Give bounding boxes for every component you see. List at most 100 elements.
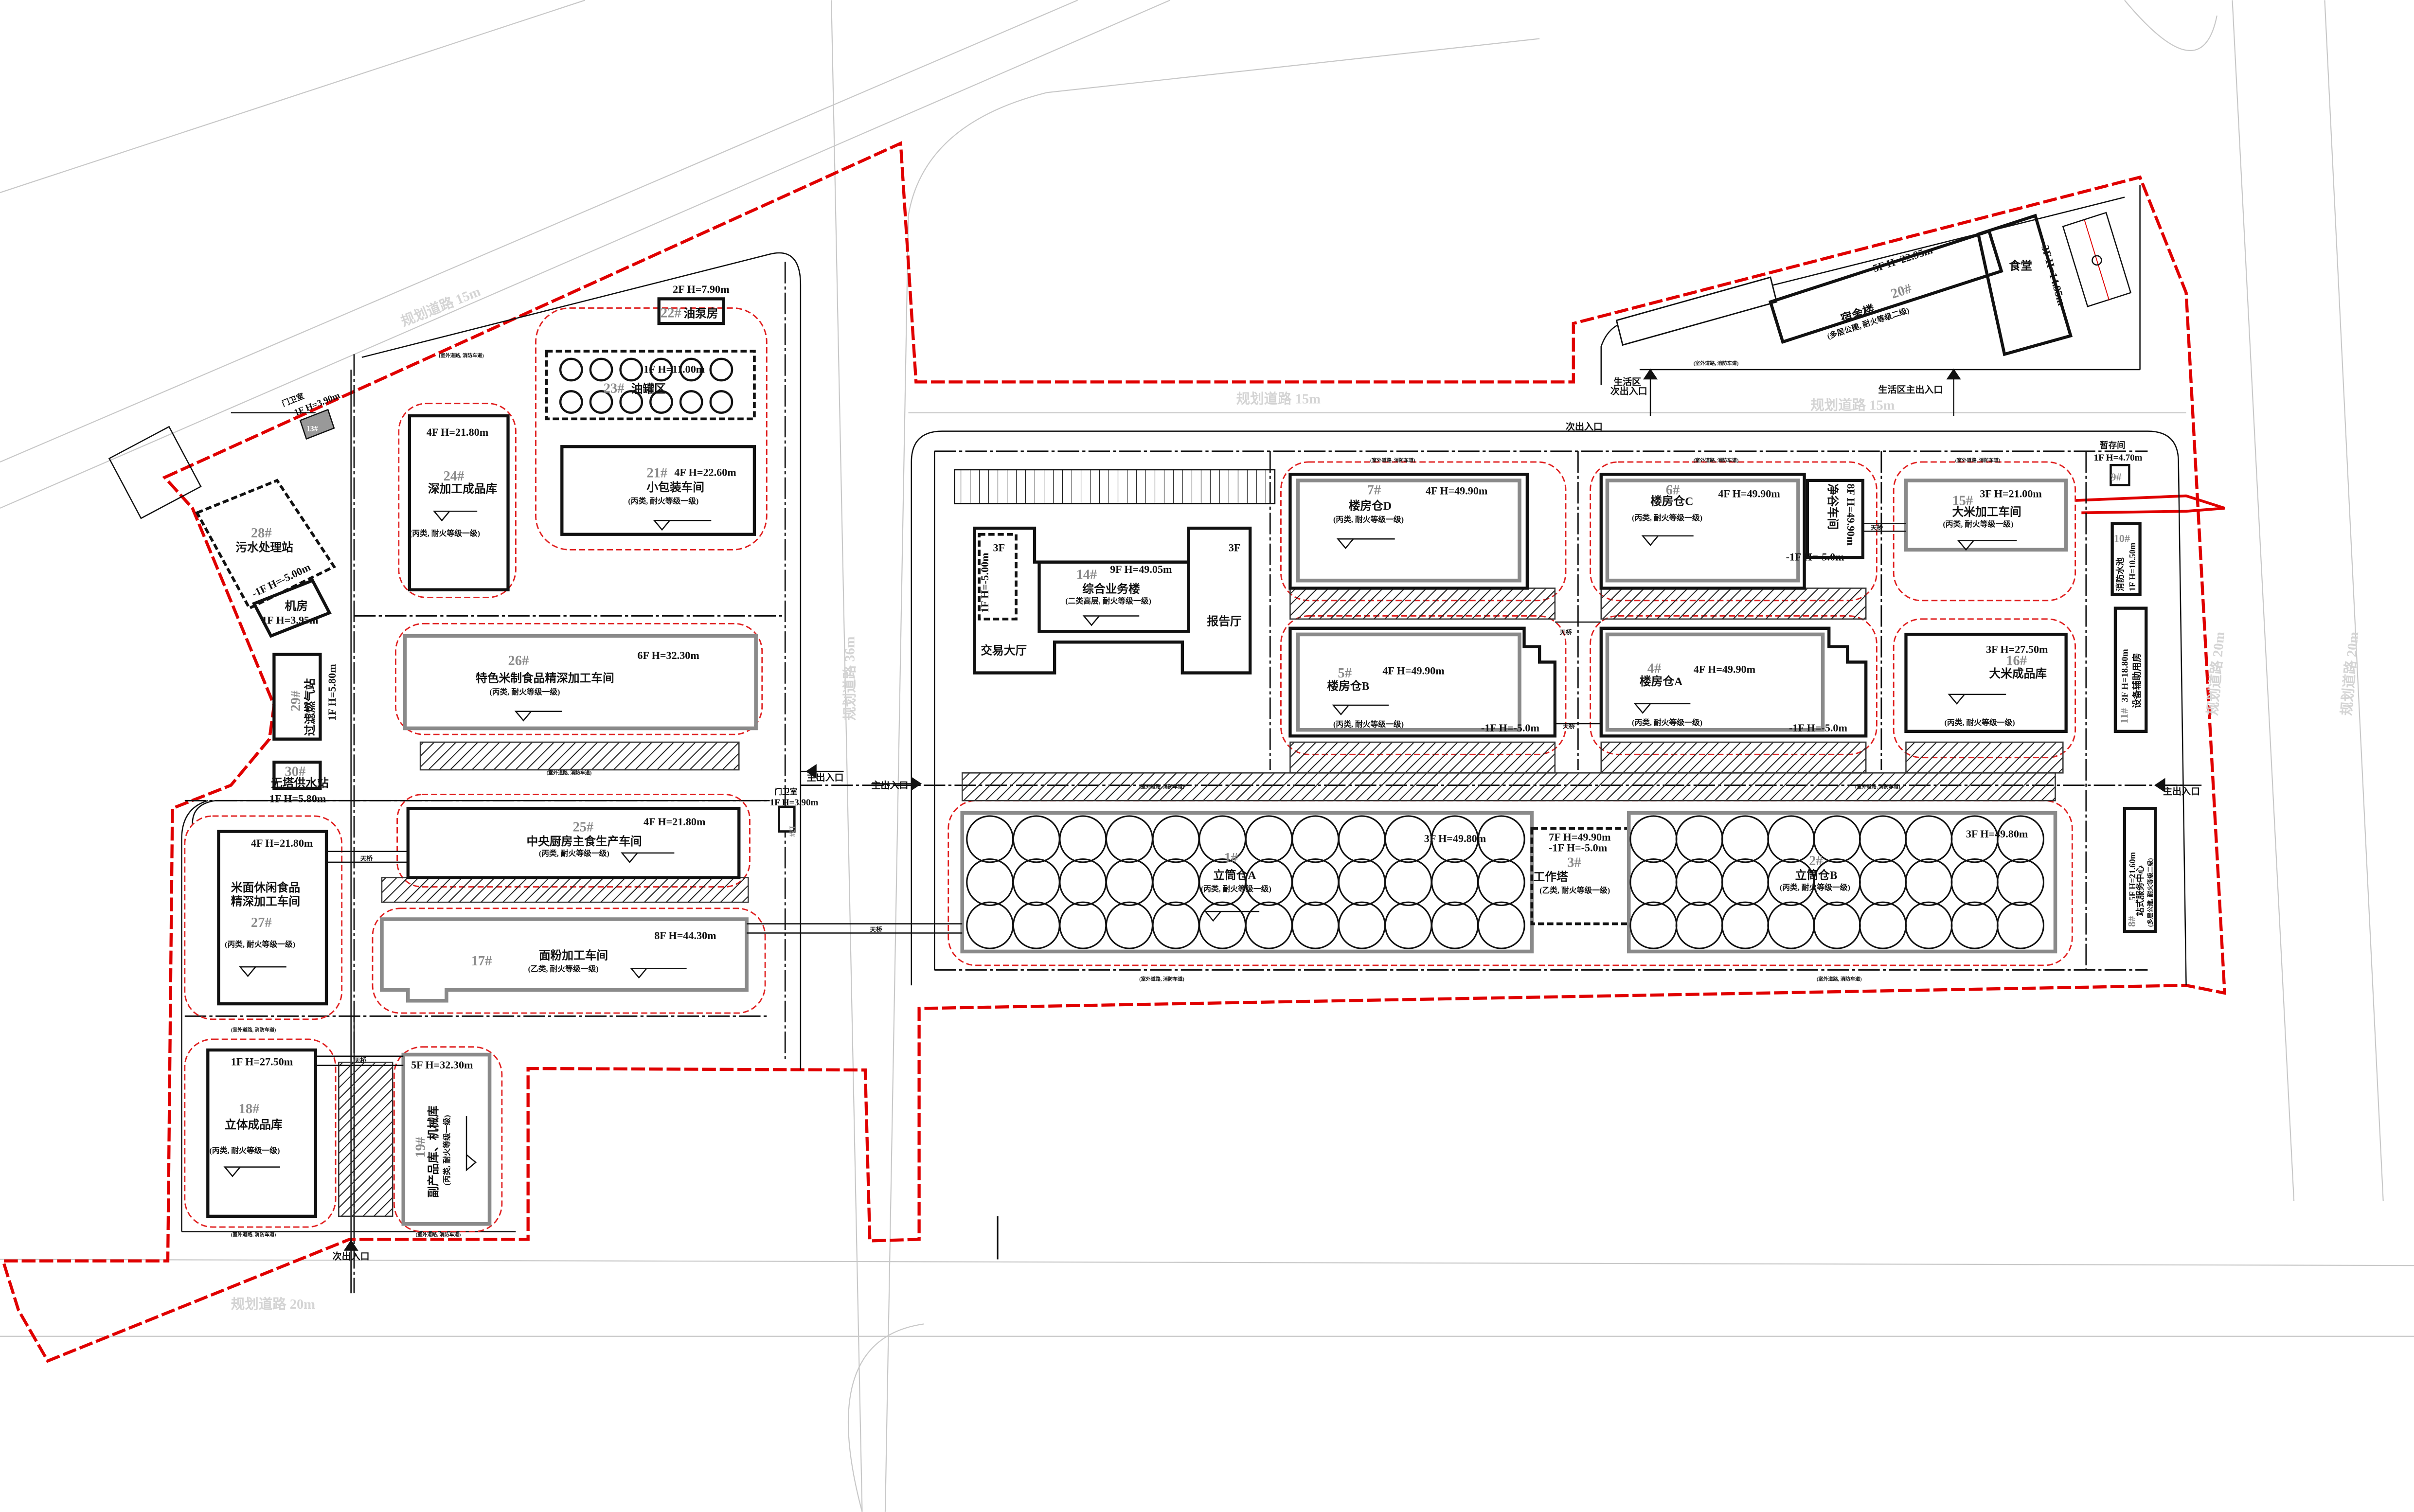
building-21: 21# 4F H=22.60m 小包装车间 (丙类, 耐火等级一级) <box>560 445 756 536</box>
road-name-top-left: 规划道路 15m <box>399 283 483 330</box>
building-24-class: (丙类, 耐火等级一级) <box>410 529 480 538</box>
fire-lane-label: (室外道路, 消防车道) <box>1817 976 1862 982</box>
oil-tank-circle <box>559 357 583 382</box>
building-12-spec: 1F H=3.90m <box>770 798 819 808</box>
building-2-number: 2# <box>1809 854 1823 869</box>
fire-lane-label: (室外道路, 消防车道) <box>1855 783 1900 790</box>
silo-circle <box>1012 815 1060 863</box>
entrance-arrow-icon <box>1643 368 1658 416</box>
building-5-number: 5# <box>1338 666 1352 681</box>
building-25-class: (丙类, 耐火等级一级) <box>539 849 609 858</box>
silo-circle <box>1675 815 1723 863</box>
road-name-middle: 规划道路 36m <box>842 636 858 720</box>
building-5-name: 楼房仓B <box>1327 679 1369 693</box>
building-8-spec: 5F H=21.60m <box>2128 852 2137 901</box>
building-25: 4F H=21.80m 25# 中央厨房主食生产车间 (丙类, 耐火等级一级) <box>406 806 741 879</box>
silo-circle <box>1012 901 1060 949</box>
building-4-spec: 4F H=49.90m <box>1694 663 1756 676</box>
silo-circle <box>1996 901 2045 949</box>
building-22-spec: 2F H=7.90m <box>673 283 730 295</box>
silo-circle <box>1721 901 1770 949</box>
fire-lane-label: (室外道路, 消防车道) <box>1694 457 1739 463</box>
building-21-number: 21# <box>646 466 667 481</box>
fire-lane-label: (室外道路, 消防车道) <box>547 769 592 776</box>
building-7: 7# 4F H=49.90m 楼房仓D (丙类, 耐火等级一级) <box>1288 473 1529 590</box>
building-23-oil-tanks: 1F H=11.00m 23# 油罐区 <box>545 350 756 421</box>
building-30: 30# 无塔供水站 1F H=5.80m <box>269 760 329 804</box>
building-8-class: (多层公建, 耐火等级二级) <box>2146 858 2154 927</box>
parking-strip <box>953 469 1276 504</box>
silo-circle <box>1291 901 1340 949</box>
building-27-class: (丙类, 耐火等级一级) <box>225 940 295 949</box>
silo-circle <box>1767 858 1815 907</box>
building-12-number: 12# <box>788 825 796 837</box>
secondary-entrance-label-top: 次出入口 <box>1566 421 1603 432</box>
building-16-name: 大米成品库 <box>1989 667 2047 680</box>
silo-circle <box>1338 901 1386 949</box>
building-16-spec: 3F H=27.50m <box>1986 643 2048 655</box>
silo-circle <box>1059 815 1107 863</box>
building-29-number: 29# <box>288 691 304 712</box>
silo-circle <box>1198 858 1247 907</box>
hatched-strips <box>338 276 2064 1217</box>
building-1-spec: 3F H=49.80m <box>1424 833 1486 845</box>
building-14-spec: 9F H=49.05m <box>1110 563 1172 575</box>
building-6: 6# 4F H=49.90m 楼房仓C (丙类, 耐火等级一级) -1F H=-… <box>1599 473 1844 590</box>
building-9: 9# 暂存间 1F H=4.70m <box>2094 440 2143 486</box>
building-19-spec: 5F H=32.30m <box>411 1059 473 1071</box>
building-3-name: 工作塔 <box>1534 871 1568 884</box>
building-7-class: (丙类, 耐火等级一级) <box>1333 515 1404 524</box>
building-23-spec: 1F H=11.00m <box>644 363 705 375</box>
building-1-name: 立筒仓A <box>1213 869 1256 882</box>
building-25-spec: 4F H=21.80m <box>644 816 706 828</box>
building-18: 1F H=27.50m 18# 立体成品库 (丙类, 耐火等级一级) <box>206 1048 318 1218</box>
building-17-class: (乙类, 耐火等级一级) <box>528 964 599 974</box>
silo-circle <box>1859 815 1907 863</box>
silo-circle <box>1105 901 1154 949</box>
building-18-class: (丙类, 耐火等级一级) <box>209 1146 280 1155</box>
silo-circle <box>1905 901 1953 949</box>
building-2-name: 立筒仓B <box>1795 869 1838 882</box>
main-entrance-label-right: 主出入口 <box>2163 786 2200 797</box>
building-17-name: 面粉加工车间 <box>539 948 608 962</box>
oil-tank-circle <box>649 357 673 382</box>
silo-circle <box>1905 858 1953 907</box>
silo-circle <box>1152 858 1200 907</box>
oil-tank-circle <box>709 390 733 414</box>
building-15-class: (丙类, 耐火等级一级) <box>1943 519 2013 529</box>
fire-lane-label: (室外道路, 消防车道) <box>1139 783 1184 790</box>
building-1-number: 1# <box>1224 851 1237 866</box>
building-11-name: 设备辅助用房 <box>2131 653 2143 708</box>
silo-circle <box>1477 901 1525 949</box>
living-secondary-entrance-line2: 次出入口 <box>1610 386 1647 397</box>
silo-circle <box>1291 858 1340 907</box>
level-marker-icon <box>223 1166 281 1177</box>
silo-circle <box>1859 901 1907 949</box>
building-23-name: 油罐区 <box>631 382 666 396</box>
building-2-spec: 3F H=49.80m <box>1966 828 2028 840</box>
building-29-name: 过滤燃气站 <box>304 678 317 736</box>
building-14-name: 综合业务楼 <box>1082 582 1140 596</box>
fire-lane-label: (室外道路, 消防车道) <box>1694 360 1739 367</box>
fire-lane-label: (室外道路, 消防车道) <box>416 1231 461 1238</box>
building-27: 4F H=21.80m 米面休闲食品 精深加工车间 27# (丙类, 耐火等级一… <box>217 830 328 1006</box>
building-13-number: 13# <box>306 425 318 433</box>
silo-circle <box>1245 858 1293 907</box>
silo-circle <box>1950 901 1999 949</box>
road-name-right-b: 规划道路 20m <box>2338 631 2361 716</box>
building-30-name: 无塔供水站 <box>271 777 329 790</box>
building-25-name: 中央厨房主食生产车间 <box>526 835 642 848</box>
building-4-basement: -1F H=-5.0m <box>1789 722 1848 734</box>
auditorium-label: 报告厅 <box>1207 615 1242 628</box>
silo-circle <box>1721 858 1770 907</box>
building-5-spec: 4F H=49.90m <box>1382 665 1445 677</box>
basketball-court <box>2062 212 2132 307</box>
building-6-spec: 4F H=49.90m <box>1718 488 1780 500</box>
building-14-right-wing-floors: 3F <box>1229 542 1241 554</box>
building-4: 4# 4F H=49.90m 楼房仓A (丙类, 耐火等级一级) -1F H=-… <box>1599 626 1868 738</box>
building-10-name: 消防水池 <box>2115 557 2125 591</box>
building-5-basement: -1F H=-5.0m <box>1481 722 1540 734</box>
building-24: 4F H=21.80m 24# 深加工成品库 (丙类, 耐火等级一级) <box>408 414 510 591</box>
